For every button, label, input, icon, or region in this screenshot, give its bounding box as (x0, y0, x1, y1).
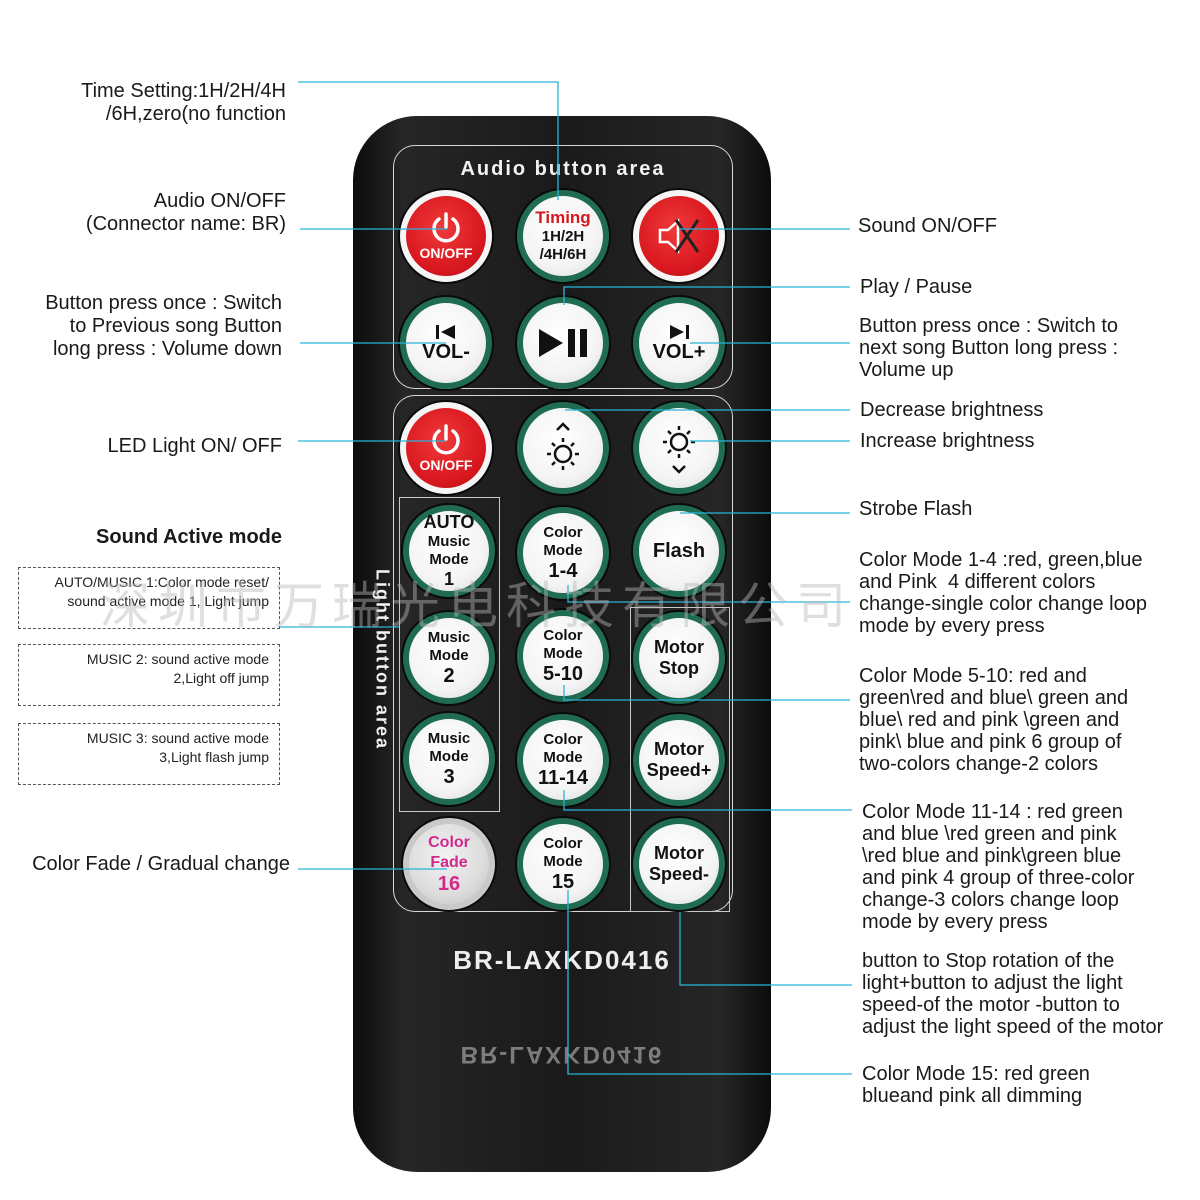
motor-speed-up-button[interactable]: Motor Speed+ (633, 714, 725, 806)
cm14-line2: 1-4 (548, 559, 578, 582)
mute-icon (658, 218, 700, 254)
music-mode-3-description: MUSIC 3: sound active mode 3,Light flash… (18, 723, 280, 785)
color-fade-16-button[interactable]: Color Fade 16 (403, 818, 495, 910)
brightness-down-button[interactable] (517, 402, 609, 494)
timing-line2: /4H/6H (539, 246, 587, 263)
annotation-sound-onoff: Sound ON/OFF (858, 215, 997, 237)
music-mode-2-button[interactable]: Music Mode 2 (403, 612, 495, 704)
timing-button[interactable]: Timing 1H/2H /4H/6H (517, 190, 609, 282)
annotation-led-onoff: LED Light ON/ OFF (107, 435, 283, 457)
color-mode-5-10-button[interactable]: Color Mode 5-10 (517, 610, 609, 702)
leader-play-pause (563, 286, 850, 305)
cm510-line2: 5-10 (542, 662, 584, 685)
leader-color-mode-5-10 (563, 685, 850, 701)
annotation-prev-song: Button press once : Switch to Previous s… (45, 292, 282, 360)
speed-down-line2: Speed- (648, 864, 709, 884)
auto-line2: Music Mode (427, 533, 471, 568)
speed-down-line1: Motor (654, 843, 704, 863)
leader-color-mode-11-14 (563, 790, 852, 811)
watermark: 深圳市万瑞光电科技有限公司 (100, 577, 854, 635)
flash-button[interactable]: Flash (633, 505, 725, 597)
fade-line2: 16 (437, 872, 461, 895)
annotation-color-mode-5-10: Color Mode 5-10: red and green\red and b… (859, 665, 1129, 775)
led-power-label: ON/OFF (419, 457, 473, 473)
led-power-button[interactable]: ON/OFF (400, 402, 492, 494)
color-mode-15-button[interactable]: Color Mode 15 (517, 818, 609, 910)
audio-power-button[interactable]: ON/OFF (400, 190, 492, 282)
model-number: BR-LAXKD0416 (453, 945, 671, 975)
cm14-line1: Color Mode (543, 523, 583, 559)
play-pause-icon (539, 329, 587, 357)
vol-up-label: VOL+ (652, 340, 706, 363)
music-mode-3-button[interactable]: Music Mode 3 (403, 713, 495, 805)
power-icon (432, 424, 460, 455)
motor-stop-line1: Motor (654, 637, 704, 657)
annotation-color-fade: Color Fade / Gradual change (32, 853, 290, 875)
annotation-increase-brightness: Increase brightness (860, 430, 1035, 452)
music3-line1: Music Mode (427, 729, 471, 765)
motor-stop-line2: Stop (659, 658, 699, 678)
music-mode-group-outline (399, 497, 500, 812)
previous-icon (436, 324, 455, 339)
annotation-play-pause: Play / Pause (860, 276, 973, 298)
sound-active-title: Sound Active mode (96, 526, 282, 548)
annotation-decrease-brightness: Decrease brightness (860, 399, 1044, 421)
annotation-color-mode-11-14: Color Mode 11-14 : red green and blue \r… (862, 801, 1135, 933)
mute-button[interactable] (633, 190, 725, 282)
play-pause-button[interactable] (517, 297, 609, 389)
brightness-up-icon (663, 426, 695, 474)
annotation-strobe-flash: Strobe Flash (859, 498, 973, 520)
annotation-next-song: Button press once : Switch to next song … (859, 315, 1119, 381)
audio-area-title: Audio button area (460, 158, 666, 180)
annotation-audio-onoff: Audio ON/OFF (Connector name: BR) (85, 190, 286, 235)
auto-line1: AUTO (423, 512, 475, 532)
annotation-color-mode-1-4: Color Mode 1-4 :red, green,blue and Pink… (859, 549, 1147, 637)
light-area-outline (393, 395, 733, 912)
next-icon (670, 324, 689, 339)
auto-music-mode-1-button[interactable]: AUTO Music Mode 1 (403, 505, 495, 597)
leader-color-mode-15 (567, 890, 852, 1075)
annotation-motor: button to Stop rotation of the light+but… (862, 950, 1164, 1038)
color-mode-11-14-button[interactable]: Color Mode 11-14 (517, 714, 609, 806)
speed-up-line1: Motor (654, 739, 704, 759)
annotation-time-setting: Time Setting:1H/2H/4H /6H,zero(no functi… (81, 80, 286, 125)
brightness-down-icon (547, 422, 579, 470)
vol-down-label: VOL- (422, 340, 470, 363)
auto-line3: 1 (443, 569, 454, 589)
leader-motor (679, 912, 852, 986)
motor-speed-down-button[interactable]: Motor Speed- (633, 818, 725, 910)
music2-line1: Music Mode (427, 628, 471, 664)
music-mode-1-description: AUTO/MUSIC 1:Color mode reset/ sound act… (18, 567, 280, 629)
cm15-line1: Color Mode (543, 834, 583, 870)
leader-time-setting (298, 81, 559, 200)
brightness-up-button[interactable] (633, 402, 725, 494)
cm15-line2: 15 (551, 870, 575, 893)
music2-line2: 2 (443, 664, 455, 687)
cm510-line1: Color Mode (543, 626, 583, 662)
motor-group-outline (630, 607, 730, 912)
cm1114-line1: Color Mode (543, 730, 583, 766)
fade-line1: Color Fade (428, 833, 470, 871)
annotation-color-mode-15: Color Mode 15: red green blueand pink al… (862, 1063, 1090, 1107)
motor-stop-button[interactable]: Motor Stop (633, 612, 725, 704)
timing-line1: 1H/2H (541, 228, 585, 245)
flash-label: Flash (652, 539, 706, 562)
music3-line2: 3 (443, 765, 455, 788)
audio-power-label: ON/OFF (419, 245, 473, 261)
cm1114-line2: 11-14 (537, 766, 589, 789)
speed-up-line2: Speed+ (646, 760, 712, 780)
music-mode-2-description: MUSIC 2: sound active mode 2,Light off j… (18, 644, 280, 706)
power-icon (432, 212, 460, 243)
leader-color-mode-1-4 (567, 585, 850, 603)
color-mode-1-4-button[interactable]: Color Mode 1-4 (517, 507, 609, 599)
timing-title: Timing (535, 208, 591, 227)
